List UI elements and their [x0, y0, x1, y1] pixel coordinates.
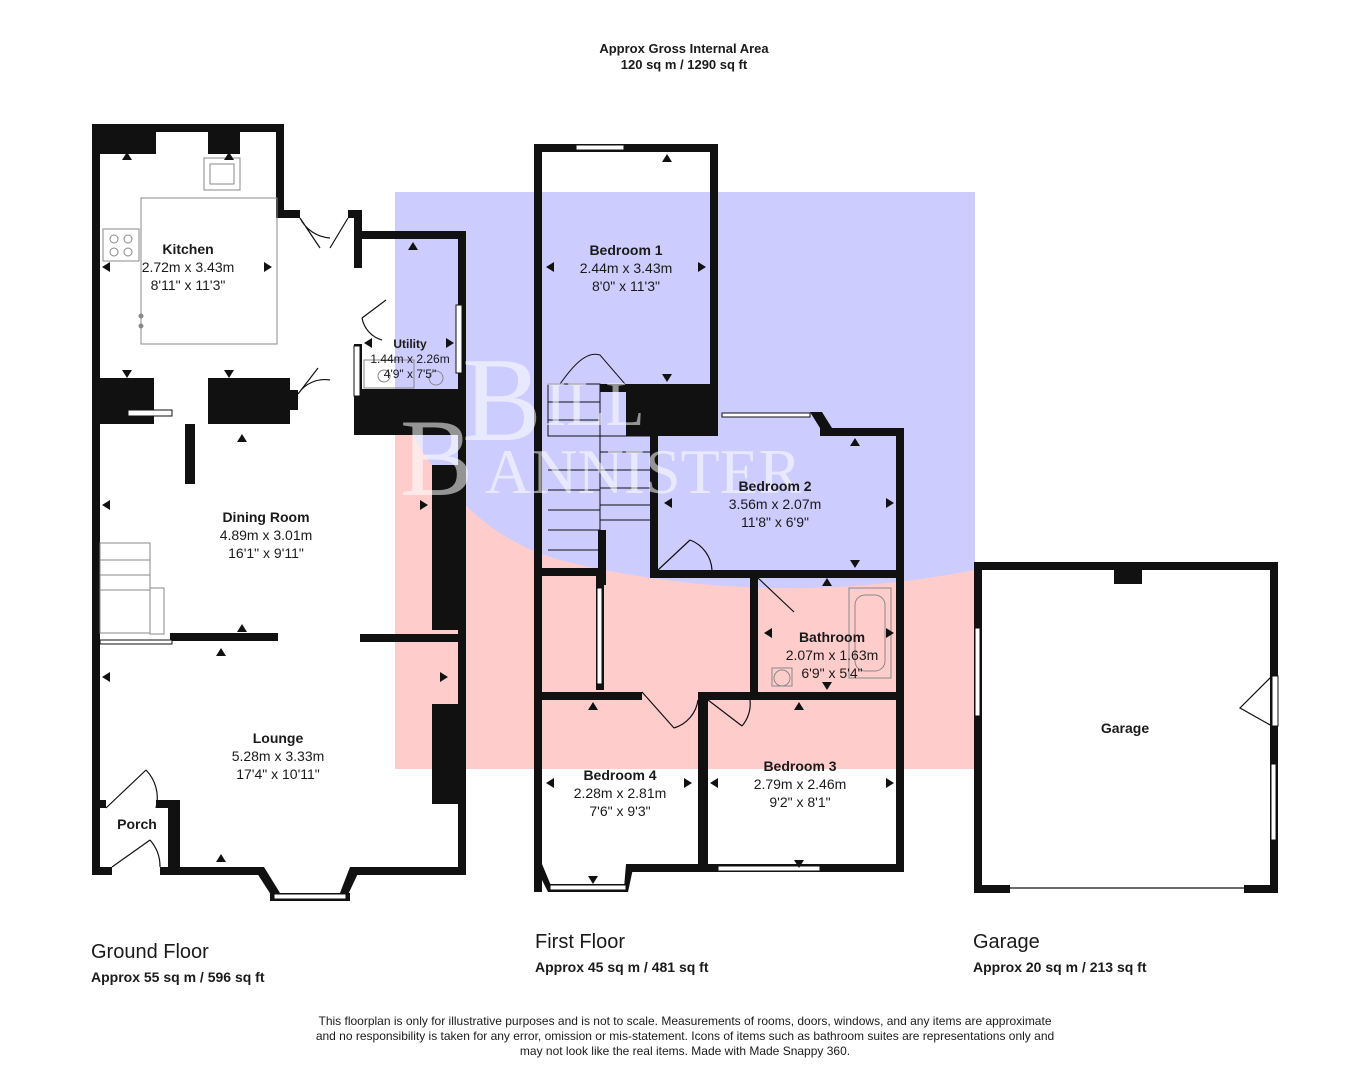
kitchen-metric: 2.72m x 3.43m	[142, 259, 235, 275]
utility-imperial: 4'9" x 7'5"	[384, 367, 436, 381]
bedroom1-metric: 2.44m x 3.43m	[580, 260, 673, 276]
bedroom3-imperial: 9'2" x 8'1"	[769, 794, 830, 810]
disclaimer-line-1: This floorplan is only for illustrative …	[318, 1014, 1052, 1028]
disclaimer-line-3: may not look like the real items. Made w…	[519, 1044, 851, 1058]
bedroom3-metric: 2.79m x 2.46m	[754, 776, 847, 792]
kitchen-imperial: 8'11" x 11'3"	[151, 277, 226, 293]
ground-floor-area: Approx 55 sq m / 596 sq ft	[91, 969, 265, 985]
ground-floor-title: Ground Floor	[91, 941, 209, 963]
ground-floor-fittings	[99, 157, 444, 635]
ground-floor-doors	[105, 217, 387, 868]
disclaimer-line-2: and no responsibility is taken for any e…	[315, 1029, 1055, 1043]
watermark-initial-b2: B	[400, 397, 473, 519]
bedroom4-metric: 2.28m x 2.81m	[574, 785, 667, 801]
bedroom1-name: Bedroom 1	[589, 242, 662, 258]
garage-name: Garage	[1101, 720, 1149, 736]
dimension-markers	[102, 152, 894, 884]
dining-imperial: 16'1" x 9'11"	[228, 545, 304, 561]
garage-floor-area: Approx 20 sq m / 213 sq ft	[973, 959, 1147, 975]
bedroom3-name: Bedroom 3	[763, 758, 836, 774]
first-floor-stairs	[547, 353, 650, 551]
watermark-initial-b1: B	[462, 333, 542, 466]
first-floor-windows	[549, 144, 821, 891]
room-labels: Kitchen 2.72m x 3.43m 8'11" x 11'3" Util…	[117, 241, 1149, 832]
bedroom2-name: Bedroom 2	[738, 478, 811, 494]
bedroom2-imperial: 11'8" x 6'9"	[741, 514, 809, 530]
watermark-text-annister: ANNISTER	[485, 436, 802, 507]
bathroom-name: Bathroom	[799, 629, 865, 645]
lounge-name: Lounge	[253, 730, 304, 746]
bedroom1-imperial: 8'0" x 11'3"	[592, 278, 660, 294]
bathroom-imperial: 6'9" x 5'4"	[801, 665, 862, 681]
bedroom4-imperial: 7'6" x 9'3"	[589, 803, 650, 819]
garage-plan	[974, 562, 1278, 893]
bedroom4-name: Bedroom 4	[583, 767, 656, 783]
garage-door	[1010, 675, 1273, 889]
dining-name: Dining Room	[222, 509, 309, 525]
first-floor-area: Approx 45 sq m / 481 sq ft	[535, 959, 709, 975]
dining-metric: 4.89m x 3.01m	[220, 527, 313, 543]
gross-area-title: Approx Gross Internal Area	[599, 41, 769, 56]
ground-floor-windows	[99, 304, 463, 900]
porch-name: Porch	[117, 816, 157, 832]
bedroom2-metric: 3.56m x 2.07m	[729, 496, 822, 512]
garage-floor-title: Garage	[973, 931, 1040, 953]
watermark-text-ill: ILL	[545, 368, 645, 439]
first-floor-title: First Floor	[535, 931, 625, 953]
lounge-imperial: 17'4" x 10'11"	[236, 766, 320, 782]
utility-name: Utility	[393, 337, 427, 351]
bathroom-metric: 2.07m x 1.63m	[786, 647, 879, 663]
utility-metric: 1.44m x 2.26m	[370, 352, 449, 366]
watermark-logo: B ILL B ANNISTER	[400, 333, 802, 519]
gross-area-value: 120 sq m / 1290 sq ft	[620, 57, 748, 72]
kitchen-name: Kitchen	[162, 241, 213, 257]
first-floor-doors	[641, 539, 795, 729]
disclaimer: This floorplan is only for illustrative …	[270, 1014, 1100, 1059]
lounge-metric: 5.28m x 3.33m	[232, 748, 325, 764]
garage-windows	[974, 627, 1279, 841]
